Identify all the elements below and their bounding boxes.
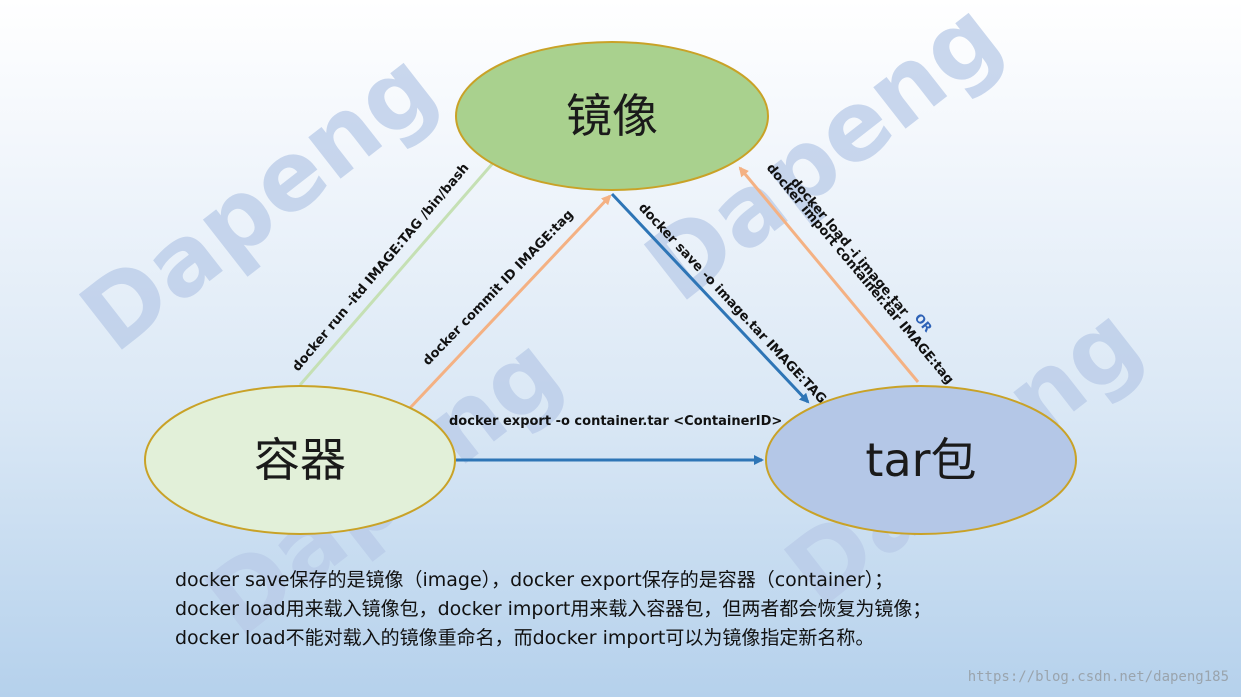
- node-tar: tar包: [765, 385, 1077, 535]
- source-credit: https://blog.csdn.net/dapeng185: [967, 669, 1229, 685]
- node-container: 容器: [144, 385, 456, 535]
- edge-run-line: [298, 154, 502, 386]
- node-image: 镜像: [455, 41, 769, 191]
- edge-import-load-arrow: [738, 166, 920, 383]
- node-image-label: 镜像: [566, 89, 658, 143]
- edge-commit-arrow: [408, 194, 612, 410]
- notes-block: docker save保存的是镜像（image），docker export保存…: [175, 566, 931, 653]
- label-export: docker export -o container.tar <Containe…: [449, 414, 782, 429]
- note-line-2: docker load用来载入镜像包，docker import用来载入容器包，…: [175, 598, 932, 620]
- note-line-1: docker save保存的是镜像（image），docker export保存…: [175, 569, 894, 591]
- node-tar-label: tar包: [865, 433, 976, 487]
- node-container-label: 容器: [254, 433, 346, 487]
- watermark-left: Dapeng: [60, 29, 456, 373]
- note-line-3: docker load不能对载入的镜像重命名，而docker import可以为…: [175, 627, 875, 649]
- label-import: docker import container.tar IMAGE:tag: [763, 161, 956, 388]
- edge-save-arrow: [610, 192, 810, 404]
